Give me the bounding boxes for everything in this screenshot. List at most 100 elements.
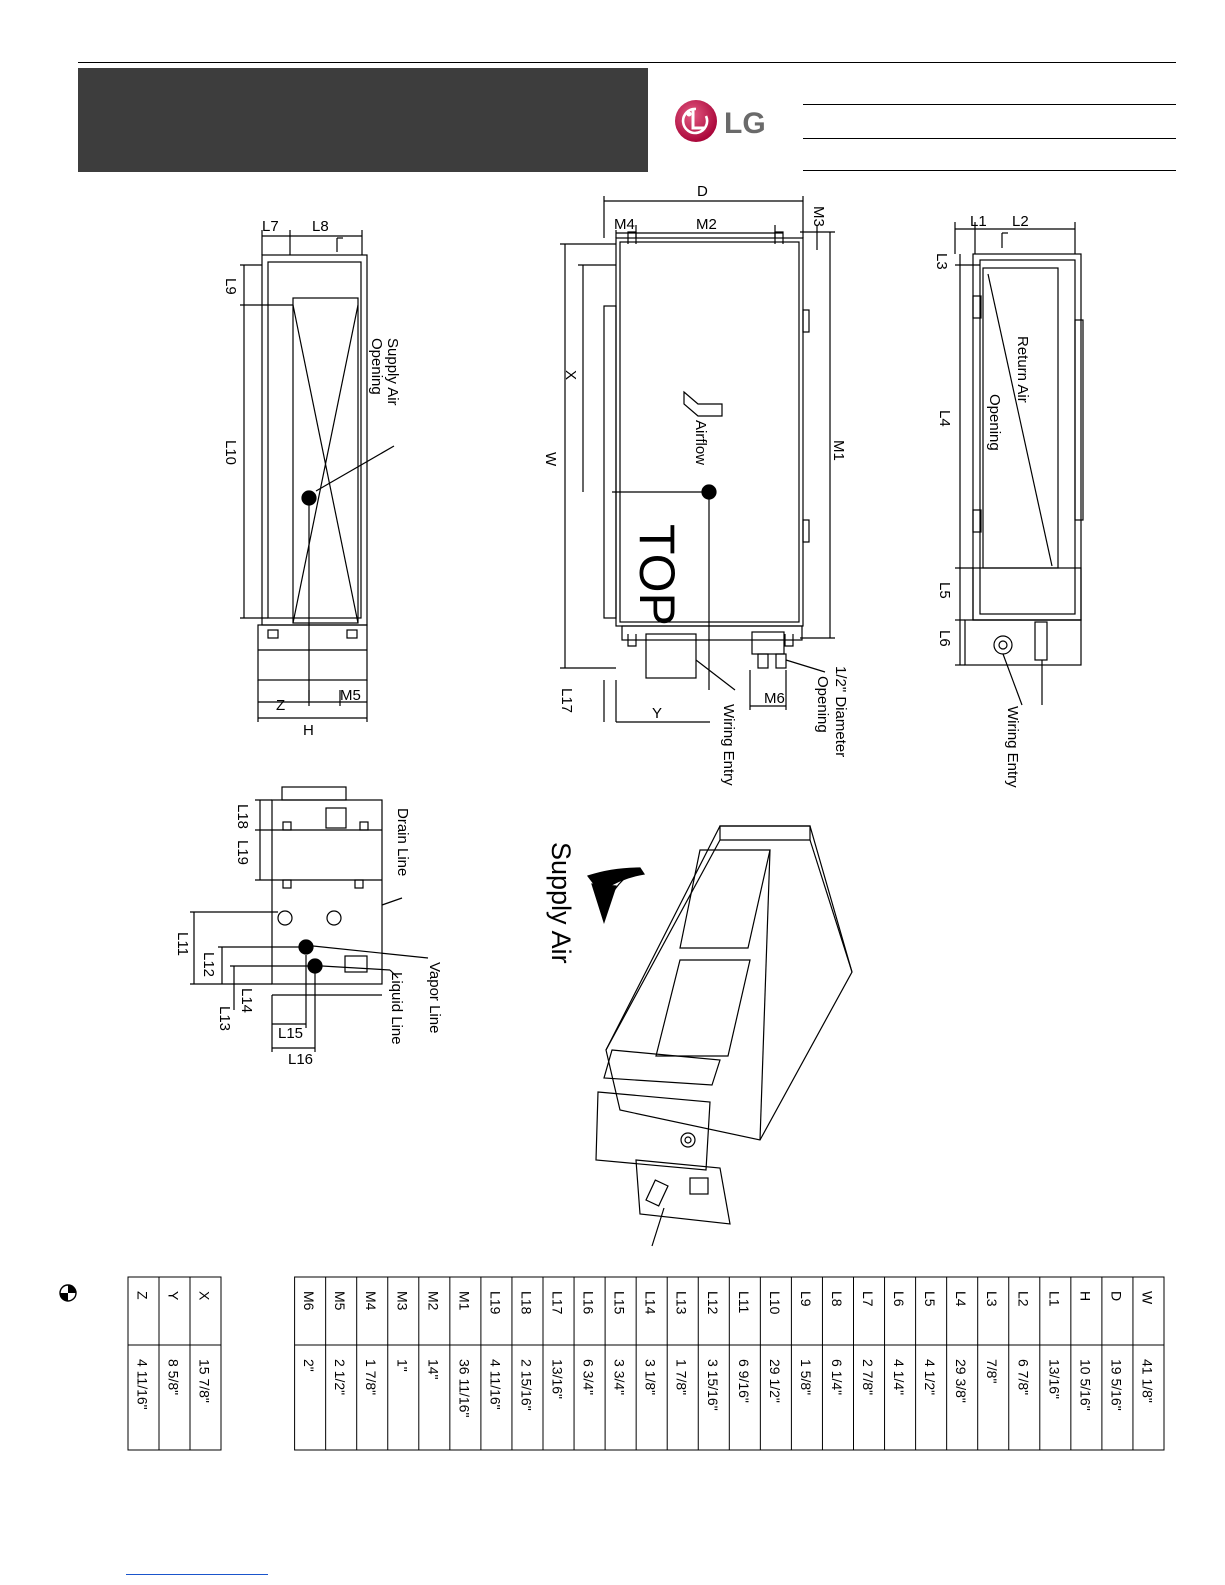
dim-L6: L6	[936, 630, 953, 647]
table-cell-value: 3 1/8"	[643, 1359, 659, 1395]
table-cell-value: 2 1/2"	[332, 1359, 348, 1395]
dim-L1: L1	[970, 213, 987, 230]
top-rule	[78, 62, 1176, 63]
table-cell-value: 14"	[425, 1359, 441, 1380]
dim-Z: Z	[276, 697, 285, 714]
dim-M6: M6	[764, 690, 785, 707]
table-cell-value: 4 11/16"	[487, 1359, 503, 1410]
table-cell-value: 3 15/16"	[705, 1359, 721, 1411]
table-cell-key: L1	[1046, 1291, 1062, 1307]
cog-cell-key: Y	[166, 1291, 182, 1301]
table-cell-value: 1 7/8"	[363, 1359, 379, 1395]
table-cell-value: 6 7/8"	[1015, 1359, 1031, 1395]
drain-line-label: Drain Line	[394, 808, 411, 876]
dim-L18: L18	[234, 804, 251, 829]
table-cell-value: 19 5/16"	[1108, 1359, 1124, 1411]
header-line-3	[803, 170, 1176, 171]
right-view	[954, 222, 1084, 706]
table-cell-value: 13/16"	[550, 1359, 566, 1399]
table-cell-key: L3	[984, 1291, 1000, 1307]
table-cell-key: L15	[612, 1291, 628, 1315]
dim-M1: M1	[830, 440, 847, 461]
supply-opening-label-1: Supply Air	[384, 338, 401, 406]
header-line-2	[803, 138, 1176, 139]
dim-L13: L13	[216, 1006, 233, 1031]
table-cell-value: 2"	[301, 1359, 317, 1372]
table-cell-key: M5	[332, 1291, 348, 1311]
table-cell-key: M4	[363, 1291, 379, 1311]
top-label: TOP	[629, 524, 685, 626]
supply-air-label: Supply Air	[546, 842, 576, 964]
lg-logo: LG	[675, 100, 766, 142]
dim-M3: M3	[810, 206, 827, 227]
dim-D: D	[697, 183, 708, 200]
table-cell-key: M3	[394, 1291, 410, 1311]
table-cell-key: W	[1139, 1291, 1155, 1305]
table-cell-value: 10 5/16"	[1077, 1359, 1093, 1411]
table-cell-key: L19	[487, 1291, 503, 1315]
cog-cell-value: 15 7/8"	[197, 1359, 213, 1403]
table-cell-value: 1 7/8"	[674, 1359, 690, 1395]
supply-opening-label-2: Opening	[368, 338, 385, 395]
cog-cell-value: 4 11/16"	[135, 1359, 151, 1410]
table-cell-key: L2	[1015, 1291, 1031, 1307]
logo-text: LG	[724, 107, 766, 140]
left-view	[240, 230, 395, 722]
table-cell-value: 29 3/8"	[953, 1359, 969, 1403]
cog-cell-key: Z	[135, 1291, 151, 1300]
table-cell-value: 4 1/4"	[891, 1359, 907, 1395]
dim-M5: M5	[340, 687, 361, 704]
dim-L7: L7	[262, 218, 279, 235]
return-opening-label-2: Opening	[986, 394, 1003, 451]
table-cell-key: L9	[798, 1291, 814, 1307]
table-cell-key: L5	[922, 1291, 938, 1307]
table-cell-key: L12	[705, 1291, 721, 1315]
opening-label-1: 1/2" Diameter	[832, 666, 849, 757]
airflow-label: Airflow	[692, 420, 709, 465]
table-cell-key: L14	[643, 1291, 659, 1315]
vapor-line-label: Vapor Line	[426, 962, 443, 1033]
wiring-entry-right: Wiring Entry	[1004, 706, 1021, 788]
dim-L19: L19	[234, 840, 251, 865]
liquid-line-label: Liquid Line	[388, 972, 405, 1045]
dim-L8: L8	[312, 218, 329, 235]
return-opening-label-1: Return Air	[1014, 336, 1031, 403]
dim-L4: L4	[936, 410, 953, 427]
table-cell-value: 3 3/4"	[612, 1359, 628, 1395]
table-cell-key: L17	[550, 1291, 566, 1315]
dim-Y: Y	[652, 705, 662, 722]
dim-L3: L3	[933, 253, 950, 270]
table-cell-key: L7	[860, 1291, 876, 1307]
table-cell-value: 41 1/8"	[1139, 1359, 1155, 1403]
table-cell-value: 2 15/16"	[518, 1359, 534, 1411]
footer-link-underline[interactable]	[126, 1574, 268, 1575]
dim-L10: L10	[222, 440, 239, 465]
dim-L12: L12	[200, 952, 217, 977]
table-cell-value: 6 1/4"	[829, 1359, 845, 1395]
cog-cell-key: X	[197, 1291, 213, 1301]
center-of-gravity-icon	[59, 1284, 77, 1302]
table-cell-value: 4 1/2"	[922, 1359, 938, 1395]
dim-X: X	[562, 370, 579, 380]
table-cell-value: 2 7/8"	[860, 1359, 876, 1395]
table-cell-key: D	[1108, 1291, 1124, 1301]
iso-view	[587, 825, 853, 1247]
table-cell-key: L8	[829, 1291, 845, 1307]
top-view	[560, 196, 835, 723]
table-cell-key: M1	[456, 1291, 472, 1311]
dim-M2: M2	[696, 216, 717, 233]
table-cell-value: 36 11/16"	[456, 1359, 472, 1417]
table-cell-key: L6	[891, 1291, 907, 1307]
table-cell-key: M6	[301, 1291, 317, 1311]
table-cell-value: 6 3/4"	[581, 1359, 597, 1395]
table-cell-key: L18	[518, 1291, 534, 1315]
cog-cell-value: 8 5/8"	[166, 1359, 182, 1395]
dim-M4: M4	[614, 216, 635, 233]
dim-L9: L9	[222, 278, 239, 295]
table-cell-value: 1"	[394, 1359, 410, 1372]
table-cell-key: L16	[581, 1291, 597, 1315]
table-cell-key: L11	[736, 1291, 752, 1314]
dim-L2: L2	[1012, 213, 1029, 230]
